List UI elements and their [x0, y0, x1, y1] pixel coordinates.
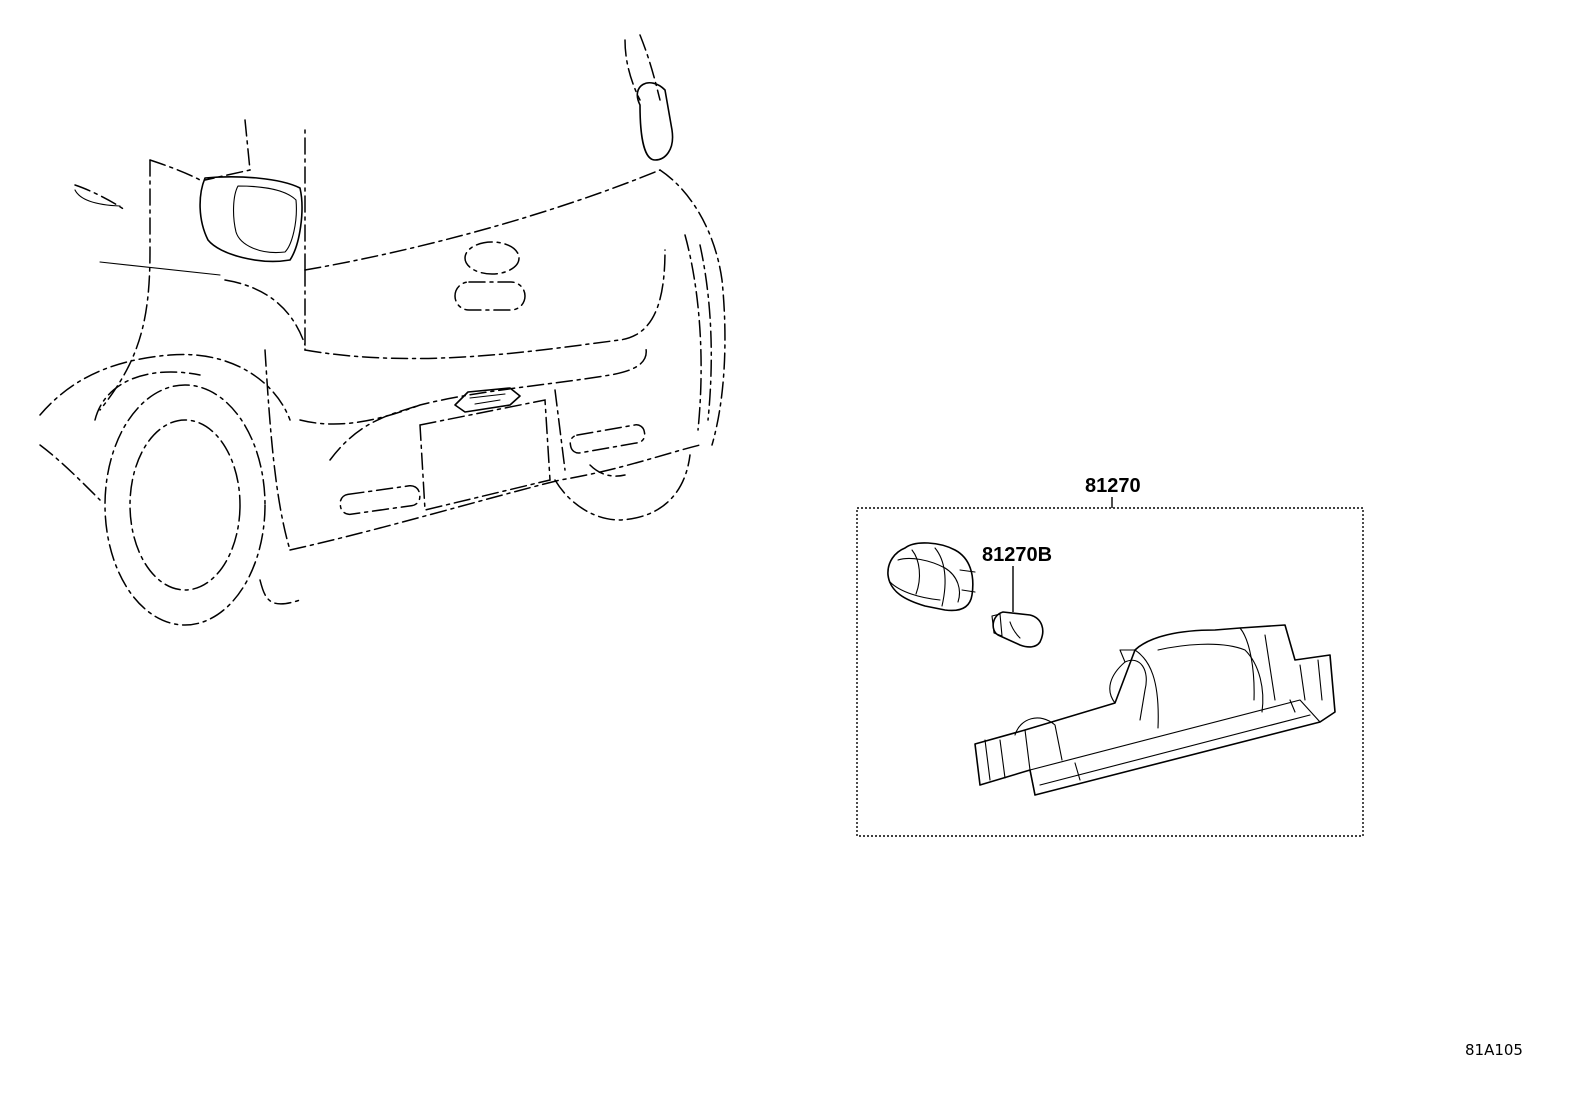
callout-81270B: 81270B: [982, 544, 1052, 612]
license-lamp-illustration: [974, 624, 1336, 796]
bulb-illustration: [991, 611, 1044, 648]
part-number-81270B: 81270B: [982, 544, 1052, 566]
detail-box: [856, 507, 1364, 837]
vehicle-rear-illustration: [39, 34, 726, 626]
reference-code: 81A105: [1465, 1041, 1523, 1059]
socket-illustration: [887, 542, 976, 612]
callout-81270: 81270: [1085, 475, 1141, 508]
part-number-81270: 81270: [1085, 475, 1141, 497]
